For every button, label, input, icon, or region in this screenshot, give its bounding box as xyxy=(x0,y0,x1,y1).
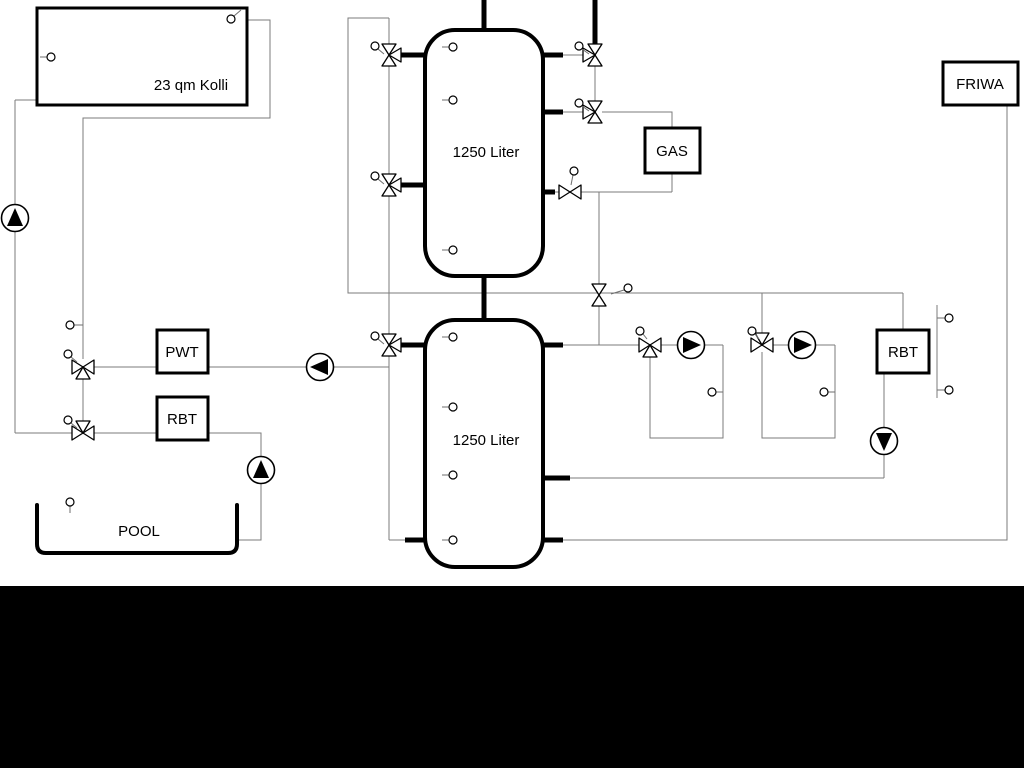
temperature-sensor xyxy=(448,245,458,255)
temperature-sensor xyxy=(944,313,954,323)
valve-actuator xyxy=(574,98,584,108)
pwt-label: PWT xyxy=(165,344,198,361)
valve-actuator xyxy=(370,41,380,51)
temperature-sensor xyxy=(46,52,56,62)
valve-actuator xyxy=(370,171,380,181)
rbt-left: RBT xyxy=(155,395,210,442)
tank-bottom-label: 1250 Liter xyxy=(453,432,520,449)
temperature-sensor xyxy=(65,320,75,330)
rbt-left-label: RBT xyxy=(167,411,197,428)
temperature-sensor xyxy=(819,387,829,397)
bottom-black-bar xyxy=(0,586,1024,768)
temperature-sensor xyxy=(448,332,458,342)
mixing-valve-circuit-2 xyxy=(750,332,774,353)
thick-pipes xyxy=(401,0,598,543)
valve-actuator xyxy=(63,415,73,425)
pumps xyxy=(0,203,899,485)
valve-actuator xyxy=(747,326,757,336)
three-way-valve-tank2-left xyxy=(381,333,402,357)
friwa-station: FRIWA xyxy=(941,60,1020,107)
solar-collector: 23 qm Kolli xyxy=(35,6,249,107)
three-way-valve-tank1-mid-left xyxy=(381,173,402,197)
buffer-tank-bottom: 1250 Liter xyxy=(423,318,545,569)
collector-label: 23 qm Kolli xyxy=(154,77,228,94)
three-way-valve-pool-return xyxy=(71,420,95,441)
valve-actuator xyxy=(635,326,645,336)
valve-actuator xyxy=(569,166,579,176)
three-way-valve-gas-supply xyxy=(582,100,603,124)
gas-boiler: GAS xyxy=(643,126,702,175)
valve-actuator xyxy=(623,283,633,293)
tank-top-label: 1250 Liter xyxy=(453,144,520,161)
temperature-sensor xyxy=(707,387,717,397)
rbt-right: RBT xyxy=(875,328,931,375)
valve-actuator xyxy=(370,331,380,341)
mixing-valve-circuit-1 xyxy=(638,337,662,358)
valve-actuator xyxy=(63,349,73,359)
temperature-sensor xyxy=(448,95,458,105)
three-way-valve-solar-pwt xyxy=(71,359,95,380)
valve-gas-return xyxy=(558,184,582,200)
pump-pool xyxy=(246,455,276,485)
temperature-sensor xyxy=(448,402,458,412)
three-way-valve-tank1-top-left xyxy=(381,43,402,67)
temperature-sensor xyxy=(226,14,236,24)
buffer-tank-top: 1250 Liter xyxy=(423,28,545,278)
temperature-sensor xyxy=(448,470,458,480)
valves xyxy=(71,43,774,441)
pump-heating-circuit-2 xyxy=(787,330,817,360)
pump-tank-charge xyxy=(305,352,335,382)
temperature-sensor xyxy=(448,42,458,52)
pool: POOL xyxy=(35,497,239,555)
temperature-sensor xyxy=(448,535,458,545)
pump-rbt-return xyxy=(869,426,899,456)
temperature-sensor xyxy=(65,497,75,507)
valve-distribution xyxy=(591,283,607,307)
rbt-right-label: RBT xyxy=(888,344,918,361)
pwt-heat-exchanger: PWT xyxy=(155,328,210,375)
pump-collector xyxy=(0,203,30,233)
gas-label: GAS xyxy=(656,143,688,160)
pool-label: POOL xyxy=(118,523,160,540)
friwa-label: FRIWA xyxy=(956,76,1004,93)
temperature-sensor xyxy=(944,385,954,395)
valve-actuator xyxy=(574,41,584,51)
sensors xyxy=(63,41,954,429)
pump-heating-circuit-1 xyxy=(676,330,706,360)
